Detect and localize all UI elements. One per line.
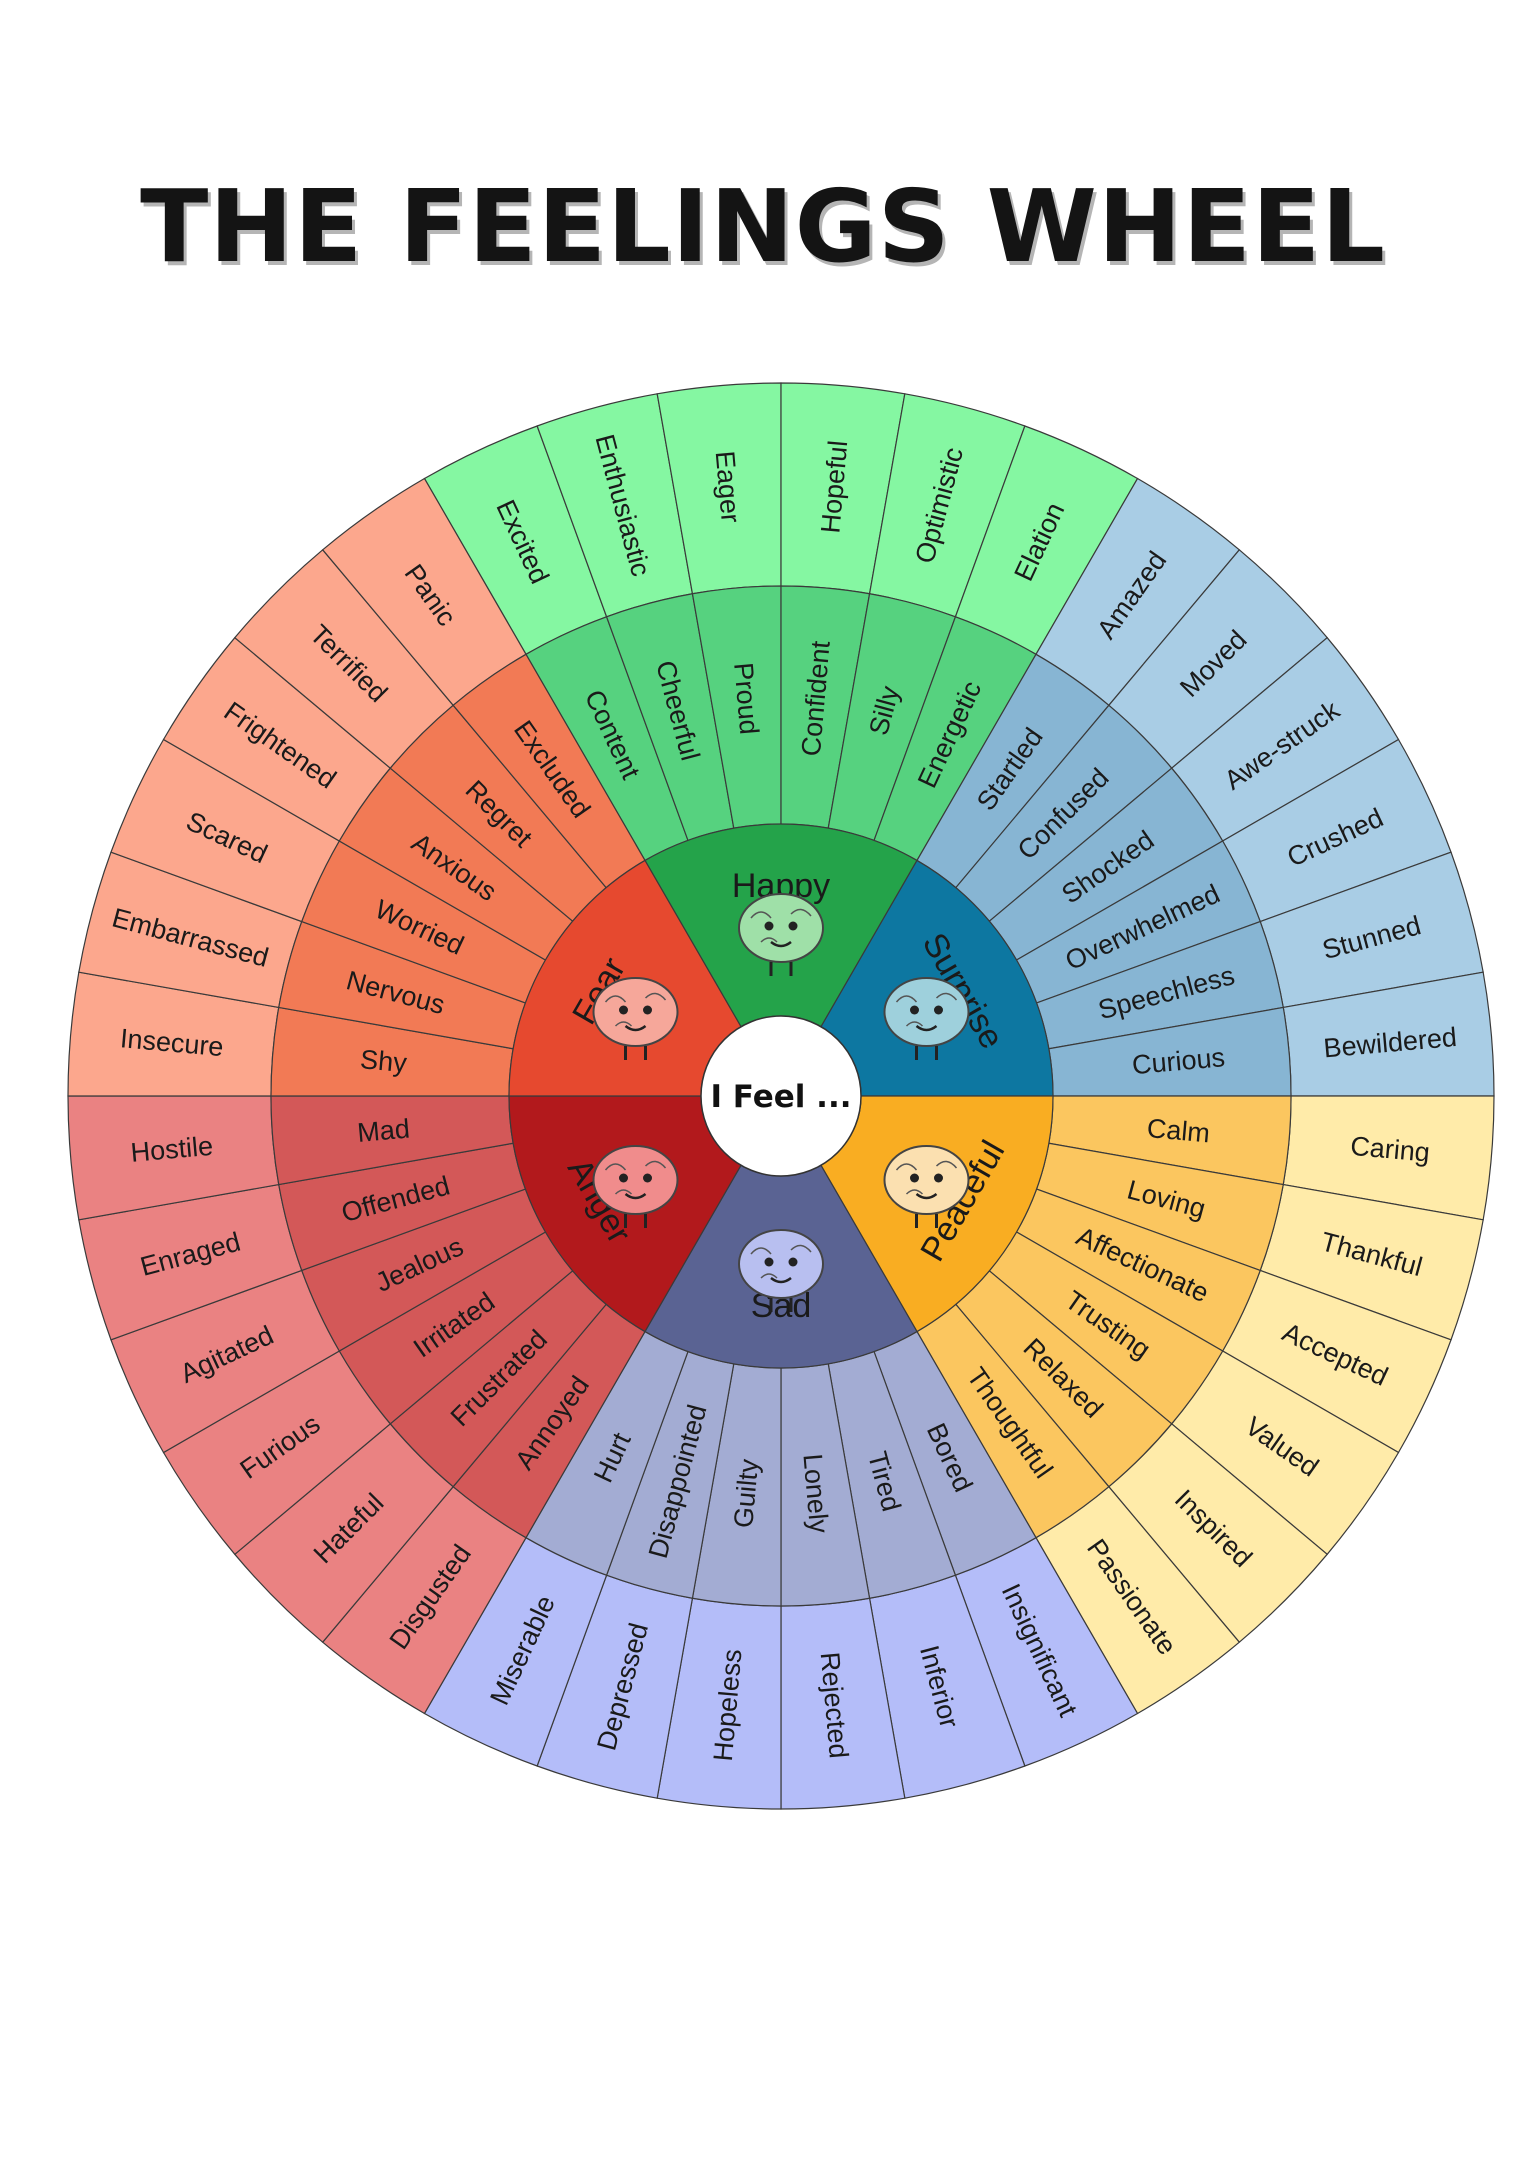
middle-label-guilty: Guilty xyxy=(728,1457,764,1529)
center-label: I Feel ... xyxy=(710,1079,851,1115)
center-hub: I Feel ... xyxy=(701,1016,861,1176)
middle-label-shy: Shy xyxy=(359,1044,408,1078)
middle-label-proud: Proud xyxy=(728,661,764,735)
outer-label-eager: Eager xyxy=(710,450,746,524)
middle-label-calm: Calm xyxy=(1146,1113,1211,1148)
middle-label-mad: Mad xyxy=(356,1114,411,1148)
